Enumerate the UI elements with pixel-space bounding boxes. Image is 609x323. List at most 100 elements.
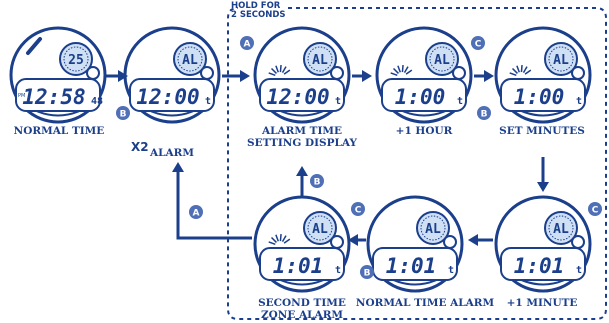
caption-line: SETTING DISPLAY xyxy=(247,137,357,149)
arrow-head xyxy=(172,162,184,172)
arrow-head xyxy=(348,234,358,246)
lcd-digits: 1:00 xyxy=(514,85,565,109)
button-a-badge: A xyxy=(240,36,254,50)
sub-dial-ring xyxy=(548,46,574,72)
blink-ray xyxy=(270,236,277,243)
badge-letter: B xyxy=(364,269,371,279)
arrow-second-zone-to-alarm xyxy=(172,162,252,240)
badge-circle xyxy=(310,174,324,188)
arrow-hour-to-minutes xyxy=(474,70,494,82)
sub-dial-ring xyxy=(429,46,455,72)
blink-ray xyxy=(281,235,287,243)
button-c-badge: C xyxy=(351,202,365,216)
caption-line: SET MINUTES xyxy=(499,125,585,137)
lcd-window xyxy=(372,247,458,281)
caption-line: +1 MINUTE xyxy=(506,297,578,309)
lcd-digits: 1:01 xyxy=(514,254,565,278)
sub-dial xyxy=(173,42,207,76)
badge-circle xyxy=(351,202,365,216)
blink-ray xyxy=(390,72,398,76)
mode-indicator: AL xyxy=(553,53,569,68)
lcd-digits: 1:00 xyxy=(395,85,446,109)
lcd-seconds: 48 xyxy=(91,96,103,107)
arrow-normal-to-alarm xyxy=(106,70,128,82)
blink-ray xyxy=(511,67,518,74)
sub-dial-knob xyxy=(86,66,100,80)
badge-letter: C xyxy=(592,206,599,216)
lcd-digits: 1:01 xyxy=(386,254,437,278)
blink-ray xyxy=(279,233,282,242)
lcd-seconds: t xyxy=(576,96,582,107)
button-b-badge: B xyxy=(477,106,491,120)
sub-dial-ring xyxy=(420,215,446,241)
blink-ray xyxy=(283,238,291,244)
mode-indicator: AL xyxy=(312,53,328,68)
sub-dial xyxy=(425,42,459,76)
button-b-badge: B xyxy=(116,106,130,120)
blink-rays xyxy=(268,64,291,76)
hold-for-two-seconds-label: HOLD FOR 2 SECONDS xyxy=(231,2,286,20)
blink-ray xyxy=(401,64,404,73)
lcd-digits: 12:00 xyxy=(266,85,329,109)
button-a-badge: A xyxy=(189,205,203,219)
lcd-window xyxy=(259,247,345,281)
blink-ray xyxy=(520,64,523,73)
lcd-window xyxy=(500,78,586,112)
blink-ray xyxy=(281,66,287,74)
blink-ray xyxy=(392,67,399,74)
caption-line: SECOND TIME xyxy=(258,297,346,309)
arrow-plus-minute-to-normal-alarm xyxy=(468,234,493,246)
badge-letter: C xyxy=(355,206,362,216)
blink-ray xyxy=(509,72,517,76)
badge-letter: B xyxy=(481,110,488,120)
badge-circle xyxy=(360,265,374,279)
arrow-head xyxy=(484,70,494,82)
badge-circle xyxy=(588,202,602,216)
button-c-badge: C xyxy=(471,36,485,50)
lcd-seconds: t xyxy=(576,265,582,276)
blink-ray xyxy=(270,67,277,74)
arrow-head xyxy=(118,70,128,82)
lcd-seconds: t xyxy=(205,96,211,107)
arrow-head xyxy=(468,234,478,246)
sub-dial-ring xyxy=(548,215,574,241)
caption-set-minutes: SET MINUTES xyxy=(483,125,601,137)
caption-line: NORMAL TIME ALARM xyxy=(355,297,495,309)
arrow-head xyxy=(537,182,549,192)
hold-label-line-2: 2 SECONDS xyxy=(231,10,286,20)
button-c-badge: C xyxy=(588,202,602,216)
arrow-head xyxy=(296,166,308,176)
sub-dial-knob xyxy=(571,235,585,249)
badge-circle xyxy=(189,205,203,219)
badge-letter: B xyxy=(314,178,321,188)
multiplier-label: X2 xyxy=(131,140,149,154)
arrows-layer xyxy=(106,70,549,246)
blink-rays xyxy=(390,64,413,76)
mode-indicator: AL xyxy=(182,53,198,68)
mode-indicator: AL xyxy=(425,222,441,237)
arrow-second-zone-to-setting xyxy=(296,166,308,196)
dial-hand xyxy=(26,37,42,55)
caption-line: +1 HOUR xyxy=(395,125,453,137)
badge-circle xyxy=(116,106,130,120)
arrow-head xyxy=(240,70,250,82)
sub-dial xyxy=(303,211,337,245)
caption-plus-one-hour: +1 HOUR xyxy=(365,125,483,137)
lcd-seconds: t xyxy=(448,265,454,276)
blink-ray xyxy=(275,65,279,73)
blink-ray xyxy=(279,64,282,73)
badge-letter: C xyxy=(475,40,482,50)
sub-dial-value: 25 xyxy=(68,53,84,68)
buttons-layer: B A C B B A C C B xyxy=(116,36,602,279)
sub-dial xyxy=(544,211,578,245)
pm-indicator: PM xyxy=(18,93,25,99)
arrow-normal-alarm-to-second-zone xyxy=(348,234,366,246)
lcd-window xyxy=(259,78,345,112)
